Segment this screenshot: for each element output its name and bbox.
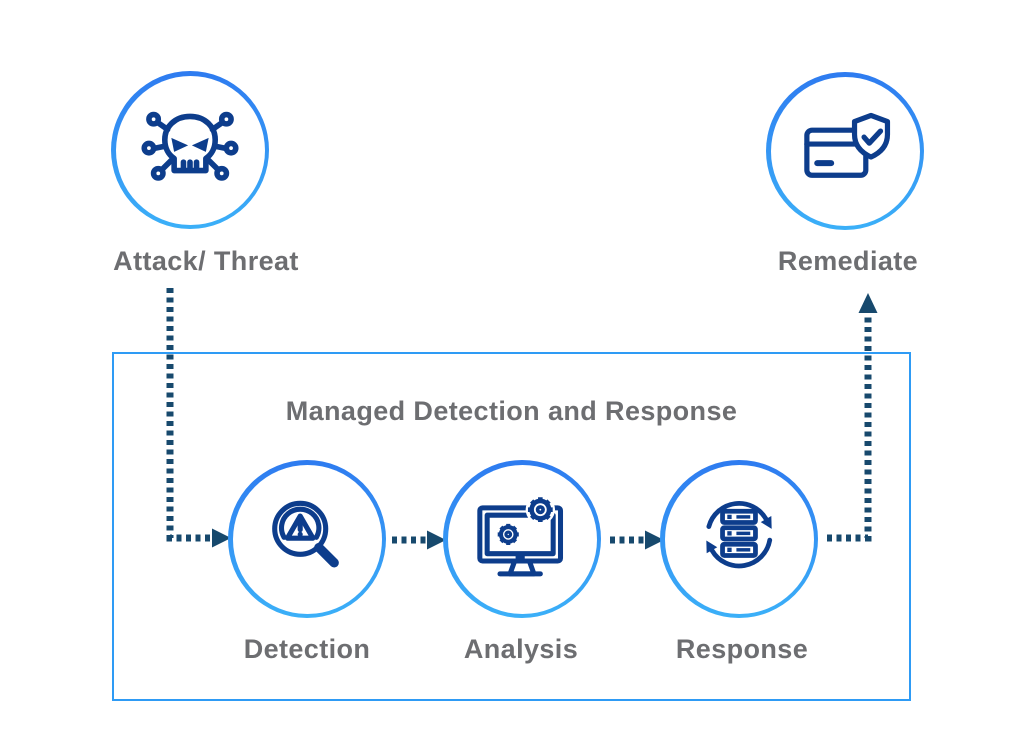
attack-node-inner [115,75,265,225]
monitor-gears-icon [477,495,564,577]
detection-node-circle [228,460,386,618]
gear-small [495,522,521,547]
remediate-label: Remediate [777,246,919,276]
analysis-node-inner [447,464,597,614]
server-cycle-icon [706,501,773,569]
response-label: Response [675,634,809,664]
response-node-circle [660,460,818,618]
remediate-node-circle [766,72,924,230]
attack-node-circle [111,71,269,229]
remediate-node-inner [770,76,920,226]
mdr-box [112,352,911,701]
gear-large [525,495,555,525]
analysis-label: Analysis [463,634,579,664]
detection-label: Detection [243,634,371,664]
analysis-node-circle [443,460,601,618]
attack-label: Attack/ Threat [113,246,299,276]
magnifier-alert-icon [272,500,339,568]
skull-malware-icon [141,111,239,181]
detection-node-inner [232,464,382,614]
mdr-box-title: Managed Detection and Response [285,396,738,426]
response-node-inner [664,464,814,614]
card-shield-check-icon [804,112,891,178]
